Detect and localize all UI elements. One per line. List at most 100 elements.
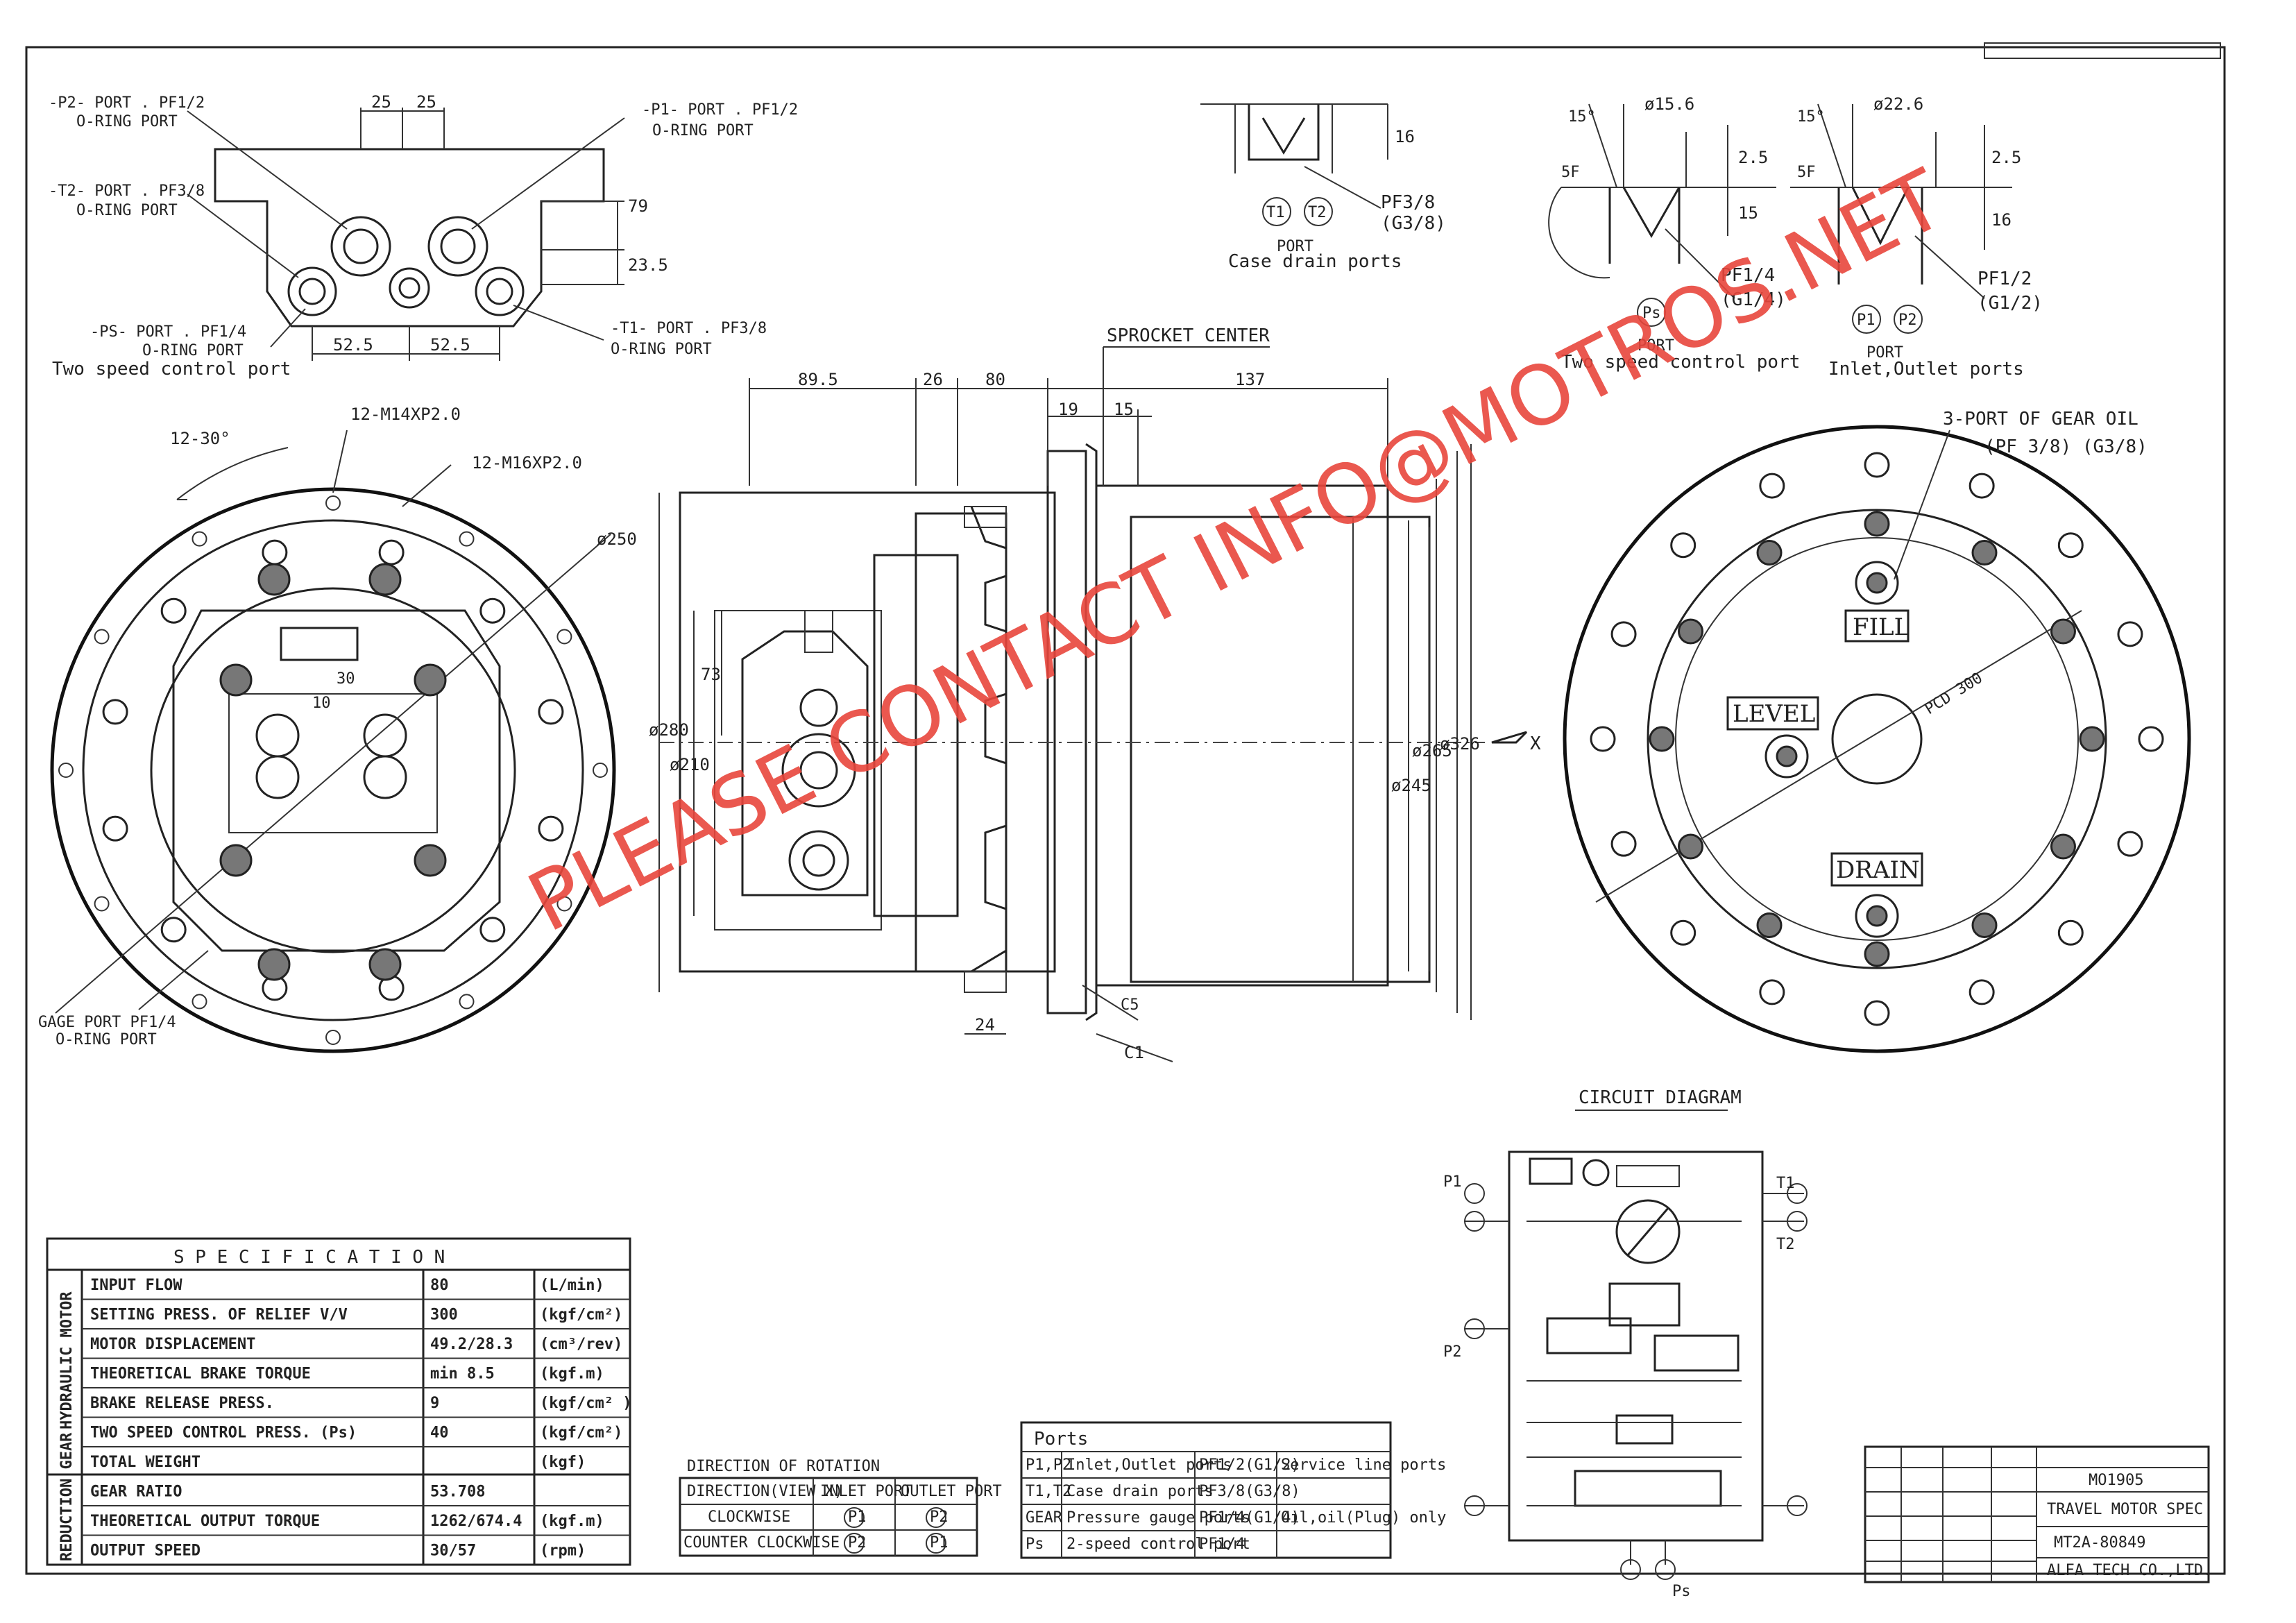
mount-bolt bbox=[414, 844, 447, 877]
t1-oring-label: O-RING PORT bbox=[611, 341, 712, 358]
spec-row-value: 30/57 bbox=[430, 1543, 476, 1560]
ps-5f: 5F bbox=[1561, 164, 1580, 181]
gage-port-label: GAGE PORT PF1/4 bbox=[38, 1014, 176, 1031]
bolt-hole bbox=[479, 597, 506, 624]
main-thread: PF1/2 bbox=[1978, 269, 2032, 289]
main-dia: ø22.6 bbox=[1873, 94, 1923, 114]
spec-row-unit: (kgf/cm² ) bbox=[540, 1395, 631, 1412]
p2-port-label: -P2- PORT . PF1/2 bbox=[49, 94, 205, 112]
circuit-diagram bbox=[1464, 1110, 1808, 1580]
dim-23-5: 23.5 bbox=[628, 255, 668, 275]
revision-strip bbox=[1984, 42, 2221, 59]
p1-oring-label: O-RING PORT bbox=[652, 122, 754, 139]
left-bolt2: 12-M16XP2.0 bbox=[472, 453, 582, 473]
spec-row-value: 40 bbox=[430, 1425, 449, 1442]
ps-15: 15 bbox=[1738, 203, 1758, 223]
mount-bolt bbox=[219, 663, 253, 697]
level-label: LEVEL bbox=[1733, 700, 1815, 728]
spec-row-name: BRAKE RELEASE PRESS. bbox=[90, 1395, 274, 1412]
sprocket-bolt-hole bbox=[1610, 621, 1637, 647]
spec-row-name: TWO SPEED CONTROL PRESS. (Ps) bbox=[90, 1425, 357, 1442]
ports-table-cell: PF1/4(G1/4) bbox=[1199, 1509, 1300, 1527]
rotation-r1b: P2 bbox=[930, 1509, 949, 1526]
side-d6: 137 bbox=[1235, 370, 1265, 389]
spec-row-lines bbox=[82, 1298, 630, 1536]
circuit-ps: Ps bbox=[1672, 1583, 1691, 1600]
main-p1: P1 bbox=[1857, 312, 1876, 329]
side-d13: 24 bbox=[975, 1015, 995, 1035]
bolt-circle-inner bbox=[219, 563, 447, 981]
hub-bolt bbox=[2079, 726, 2105, 752]
ports-table-cell: 2-speed control port bbox=[1066, 1536, 1250, 1553]
ports-table-cell: GEAR bbox=[1026, 1509, 1063, 1527]
ports-table-cell: Oil,oil(Plug) only bbox=[1281, 1509, 1446, 1527]
spec-row-name: INPUT FLOW bbox=[90, 1277, 182, 1294]
bolt-hole bbox=[538, 815, 564, 842]
sprocket-bolt-circle bbox=[1590, 452, 2164, 1026]
two-speed-label: Two speed control port bbox=[52, 359, 291, 380]
ports-table-cell: Pressure gauge ports bbox=[1066, 1509, 1250, 1527]
rotation-table bbox=[679, 1477, 978, 1557]
t2-oring-label: O-RING PORT bbox=[76, 202, 178, 219]
sprocket-bolt-hole bbox=[2057, 919, 2084, 946]
oil-plug bbox=[1855, 561, 1899, 605]
flange-notch bbox=[459, 994, 475, 1010]
sprocket-bolt-hole bbox=[1590, 726, 1616, 752]
bolt-hole bbox=[160, 917, 187, 943]
hub-bolt bbox=[1971, 540, 1998, 566]
gear-oil-label: 3-PORT OF GEAR OIL bbox=[1943, 409, 2138, 430]
sprocket-bolt-hole bbox=[1759, 473, 1785, 499]
ports-table-cell: T1,T2 bbox=[1026, 1483, 1071, 1500]
main-16: 16 bbox=[1991, 210, 2012, 230]
mount-bolt bbox=[219, 844, 253, 877]
spec-row-value: 80 bbox=[430, 1277, 449, 1294]
bolt-hole bbox=[262, 539, 288, 566]
hub-bolt bbox=[1649, 726, 1675, 752]
fill-label: FILL bbox=[1853, 613, 1910, 641]
hub-bolt bbox=[1756, 540, 1783, 566]
title-company: ALFA TECH CO.,LTD. bbox=[2047, 1562, 2212, 1579]
spec-group-motor: HYDRAULIC MOTOR bbox=[58, 1291, 76, 1429]
spec-row-name: TOTAL WEIGHT bbox=[90, 1454, 201, 1471]
oil-plug-center bbox=[1866, 905, 1888, 927]
hub-bolt bbox=[1864, 941, 1890, 967]
spec-row-value: 300 bbox=[430, 1307, 458, 1324]
flange-notch bbox=[593, 763, 608, 778]
flange-notch bbox=[325, 495, 341, 511]
flange-notch bbox=[94, 896, 110, 912]
bolt-hole bbox=[378, 539, 405, 566]
sprocket-inner-bolts bbox=[1649, 511, 2105, 967]
mount-bolt bbox=[257, 563, 291, 596]
spec-row-unit: (rpm) bbox=[540, 1543, 586, 1560]
title-block bbox=[1864, 1445, 2210, 1583]
spec-row-unit: (L/min) bbox=[540, 1277, 604, 1294]
side-d11: ø265 bbox=[1412, 741, 1452, 760]
side-d4: 19 bbox=[1058, 400, 1078, 419]
sprocket-bolt-hole bbox=[2117, 831, 2143, 857]
gage-oring-label: O-RING PORT bbox=[56, 1031, 157, 1048]
ps-thread: PF1/4 bbox=[1721, 265, 1775, 286]
ps-port-detail bbox=[1548, 103, 1776, 327]
spec-row-name: GEAR RATIO bbox=[90, 1484, 182, 1501]
hub-bolt bbox=[2050, 833, 2076, 860]
spec-group-gear: REDUCTION GEAR bbox=[58, 1432, 76, 1561]
ports-table-cell: PF3/8(G3/8) bbox=[1199, 1483, 1300, 1500]
spec-row-unit: (kgf/cm²) bbox=[540, 1425, 622, 1442]
spec-row-value: 1262/674.4 bbox=[430, 1513, 522, 1530]
spec-row-unit: (kgf.m) bbox=[540, 1513, 604, 1530]
left-dia: ø250 bbox=[597, 529, 637, 549]
sprocket-center: SPROCKET CENTER bbox=[1107, 325, 1270, 346]
spec-row-value: min 8.5 bbox=[430, 1366, 495, 1383]
dim-25a: 25 bbox=[371, 92, 391, 112]
dim-52-5b: 52.5 bbox=[430, 335, 470, 355]
circuit-p2: P2 bbox=[1443, 1343, 1462, 1361]
ps-port-label: -PS- PORT . PF1/4 bbox=[90, 323, 246, 341]
sprocket-bolt-hole bbox=[2117, 621, 2143, 647]
dim-52-5a: 52.5 bbox=[333, 335, 373, 355]
left-bolt1: 12-M14XP2.0 bbox=[350, 405, 461, 424]
rotation-r2a: P2 bbox=[848, 1534, 867, 1552]
side-d7: 73 bbox=[701, 665, 721, 684]
sprocket-end-view bbox=[1563, 425, 2191, 1053]
rotation-h3: OUTLET PORT bbox=[901, 1483, 1002, 1500]
